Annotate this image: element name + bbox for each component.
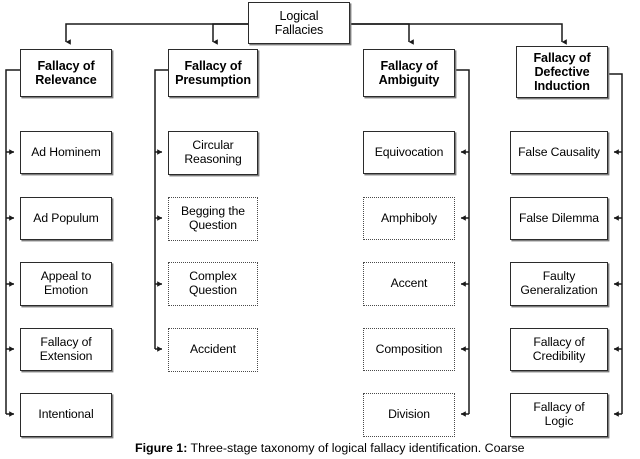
node-label: Fallacy of Relevance — [35, 58, 97, 87]
node-label: Fallacy of Presumption — [175, 58, 251, 87]
node-false-dilemma[interactable]: False Dilemma — [510, 197, 608, 240]
figure-caption-label: Figure 1: — [135, 441, 188, 455]
node-header-fallacy-of-defective-induction[interactable]: Fallacy of Defective Induction — [516, 46, 608, 98]
column2-bus — [154, 69, 168, 352]
node-label: Logical Fallacies — [274, 9, 324, 37]
node-accident[interactable]: Accident — [168, 328, 258, 372]
node-intentional[interactable]: Intentional — [20, 393, 112, 437]
node-composition[interactable]: Composition — [363, 328, 455, 371]
node-label: Accent — [390, 276, 428, 291]
node-fallacy-of-credibility[interactable]: Fallacy of Credibility — [510, 328, 608, 371]
node-equivocation[interactable]: Equivocation — [363, 131, 455, 174]
node-header-fallacy-of-presumption[interactable]: Fallacy of Presumption — [168, 49, 258, 97]
column3-bus — [455, 69, 470, 417]
node-ad-hominem[interactable]: Ad Hominem — [20, 131, 112, 174]
node-label: Fallacy of Credibility — [532, 334, 586, 363]
node-header-fallacy-of-ambiguity[interactable]: Fallacy of Ambiguity — [363, 49, 455, 97]
node-fallacy-of-logic[interactable]: Fallacy of Logic — [510, 393, 608, 437]
node-label: Fallacy of Extension — [39, 334, 93, 363]
node-label: Amphiboly — [380, 210, 437, 225]
node-fallacy-of-extension[interactable]: Fallacy of Extension — [20, 328, 112, 371]
node-label: Intentional — [38, 407, 94, 422]
node-label: Complex Question — [189, 269, 237, 297]
node-label: Fallacy of Logic — [533, 400, 585, 428]
column4-bus — [608, 73, 623, 417]
node-label: Composition — [375, 341, 443, 356]
node-ad-populum[interactable]: Ad Populum — [20, 197, 112, 240]
figure-caption: Figure 1: Three-stage taxonomy of logica… — [135, 441, 640, 455]
node-label: Equivocation — [374, 144, 444, 159]
node-accent[interactable]: Accent — [363, 262, 455, 306]
node-header-fallacy-of-relevance[interactable]: Fallacy of Relevance — [20, 49, 112, 97]
node-label: Ad Populum — [33, 210, 99, 225]
node-label: Division — [388, 407, 430, 422]
node-label: Faulty Generalization — [520, 269, 598, 297]
column1-bus — [5, 69, 20, 417]
node-label: Begging the Question — [181, 204, 245, 232]
node-label: Fallacy of Ambiguity — [378, 58, 440, 87]
node-faulty-generalization[interactable]: Faulty Generalization — [510, 262, 608, 306]
figure-caption-text: Three-stage taxonomy of logical fallacy … — [187, 441, 525, 455]
node-circular-reasoning[interactable]: Circular Reasoning — [168, 131, 258, 175]
node-label: Appeal to Emotion — [40, 269, 92, 297]
node-label: Circular Reasoning — [184, 138, 242, 166]
node-label: False Causality — [518, 144, 600, 159]
node-root-logical-fallacies[interactable]: Logical Fallacies — [248, 2, 350, 44]
node-appeal-to-emotion[interactable]: Appeal to Emotion — [20, 262, 112, 306]
node-division[interactable]: Division — [363, 393, 455, 437]
node-label: Accident — [190, 342, 236, 357]
node-amphiboly[interactable]: Amphiboly — [363, 197, 455, 240]
node-complex-question[interactable]: Complex Question — [168, 262, 258, 306]
node-false-causality[interactable]: False Causality — [510, 131, 608, 174]
node-label: Ad Hominem — [31, 144, 101, 159]
node-begging-the-question[interactable]: Begging the Question — [168, 197, 258, 241]
node-label: False Dilemma — [519, 210, 599, 225]
node-label: Fallacy of Defective Induction — [533, 50, 591, 94]
